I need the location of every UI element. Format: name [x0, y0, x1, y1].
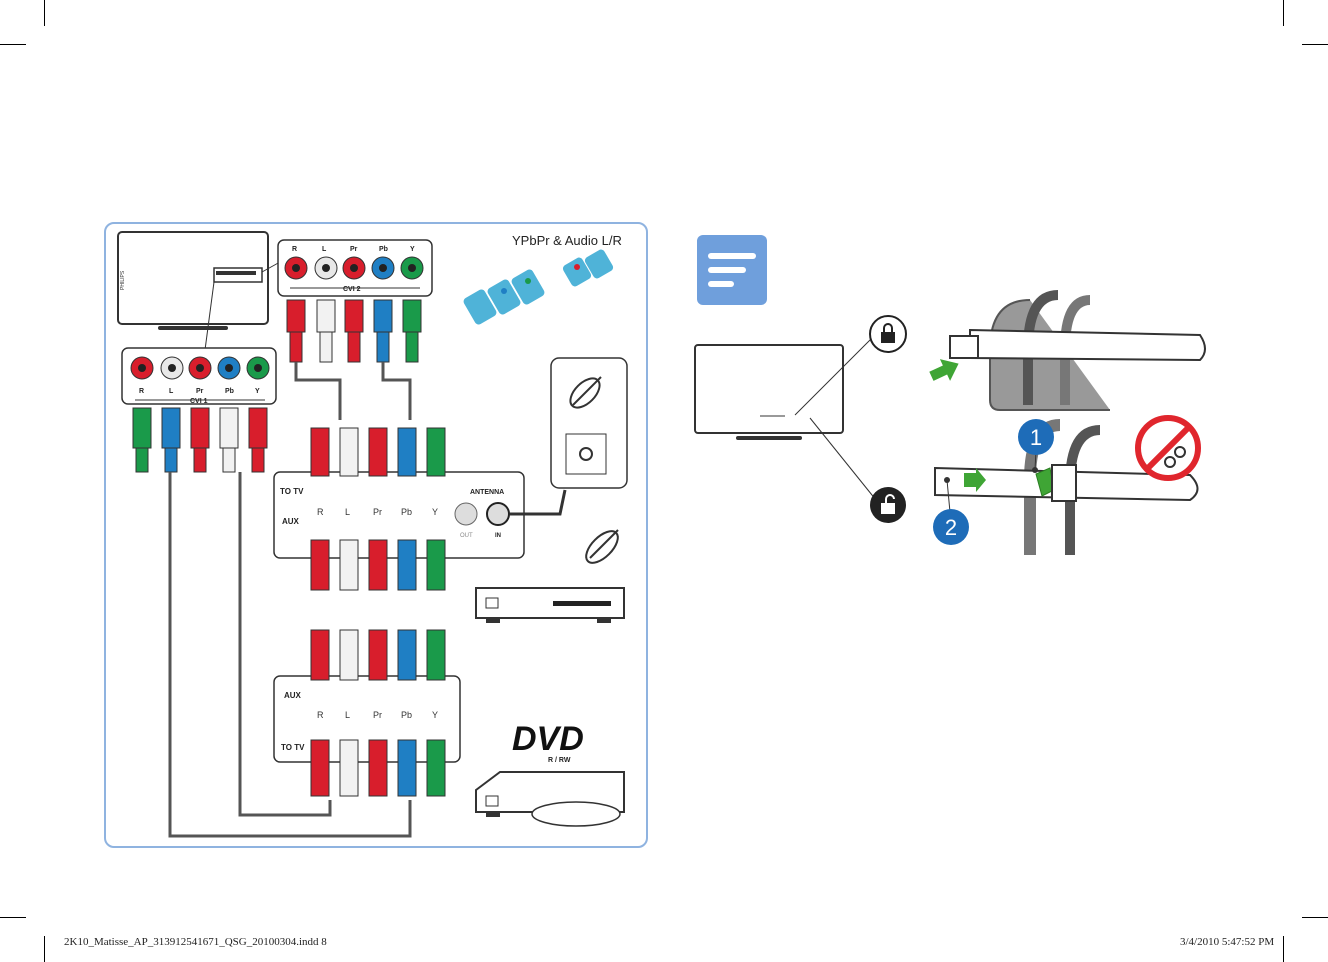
crop-mark: [1283, 936, 1284, 962]
svg-text:Pb: Pb: [401, 710, 412, 720]
svg-text:R: R: [292, 246, 297, 253]
svg-text:Y: Y: [255, 388, 260, 395]
receiver-plugs: [310, 427, 446, 591]
dvd-plugs: [310, 629, 446, 797]
cvi2-port-block: R L Pr Pb Y CVI 2: [277, 239, 433, 297]
svg-text:Pb: Pb: [225, 388, 234, 395]
rca-plugs-icon: [463, 249, 614, 325]
svg-text:IN: IN: [495, 533, 501, 539]
svg-text:Pr: Pr: [196, 388, 204, 395]
diagram-title: YPbPr & Audio L/R: [512, 233, 622, 248]
svg-text:DVD: DVD: [512, 720, 584, 758]
svg-text:PHILIPS: PHILIPS: [120, 270, 126, 290]
svg-text:Y: Y: [410, 246, 415, 253]
svg-text:Pr: Pr: [350, 246, 358, 253]
svg-text:Y: Y: [432, 710, 438, 720]
svg-text:ANTENNA: ANTENNA: [470, 489, 504, 496]
svg-text:1: 1: [1030, 425, 1042, 450]
svg-text:L: L: [322, 246, 327, 253]
svg-text:R: R: [317, 507, 324, 517]
note-icon: [697, 235, 767, 305]
satellite-wall-box: [550, 357, 628, 489]
crop-mark: [44, 936, 45, 962]
crop-mark: [1283, 0, 1284, 26]
svg-text:AUX: AUX: [284, 691, 302, 700]
footer-file-name: 2K10_Matisse_AP_313912541671_QSG_2010030…: [64, 936, 327, 948]
crop-mark: [1302, 917, 1328, 918]
svg-text:L: L: [169, 388, 174, 395]
svg-text:Y: Y: [432, 507, 438, 517]
crop-mark: [44, 0, 45, 26]
svg-text:Pr: Pr: [373, 710, 382, 720]
satellite-receiver-icon: [475, 529, 625, 623]
svg-text:R / RW: R / RW: [548, 757, 571, 764]
svg-text:R: R: [317, 710, 324, 720]
crop-mark: [0, 44, 26, 45]
svg-text:L: L: [345, 507, 350, 517]
svg-text:CVI 2: CVI 2: [343, 286, 361, 293]
crop-mark: [0, 917, 26, 918]
svg-text:Pb: Pb: [379, 246, 388, 253]
crop-mark: [1302, 44, 1328, 45]
svg-text:TO TV: TO TV: [281, 743, 305, 752]
cvi1-port-block: R L Pr Pb Y CVI 1: [121, 347, 277, 405]
cvi1-plugs: [132, 407, 268, 473]
svg-text:Pb: Pb: [401, 507, 412, 517]
svg-text:AUX: AUX: [282, 517, 300, 526]
cvi2-plugs: [286, 299, 422, 363]
dvd-recorder-icon: DVD R / RW: [475, 720, 625, 827]
cable-bundle: [168, 362, 412, 838]
svg-text:OUT: OUT: [460, 533, 473, 539]
svg-text:R: R: [139, 388, 144, 395]
tv-icon: PHILIPS: [117, 231, 281, 351]
footer-timestamp: 3/4/2010 5:47:52 PM: [1180, 936, 1275, 948]
svg-text:Pr: Pr: [373, 507, 382, 517]
svg-text:2: 2: [945, 515, 957, 540]
cable-tie-illustration: 1 2: [694, 290, 1206, 555]
svg-text:TO TV: TO TV: [280, 487, 304, 496]
svg-text:CVI 1: CVI 1: [190, 398, 208, 405]
svg-text:L: L: [345, 710, 350, 720]
